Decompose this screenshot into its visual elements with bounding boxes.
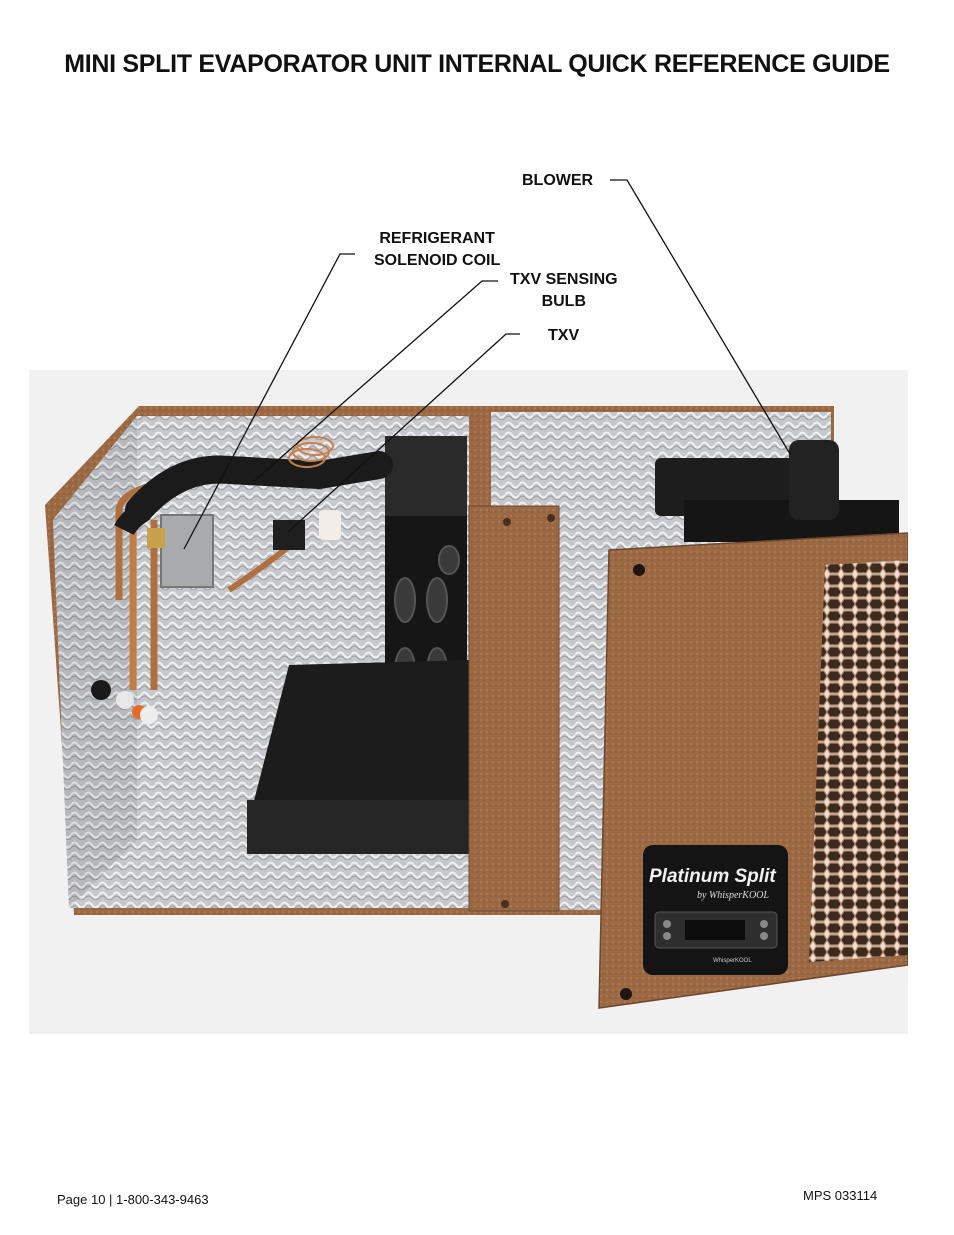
blower-callout: BLOWER [522, 172, 594, 189]
solenoid-callout-line1: REFRIGERANT [379, 230, 495, 247]
txv-sensing-bulb-callout: TXV SENSING BULB [510, 269, 618, 313]
txv-bulb-callout-line2: BULB [541, 293, 586, 310]
solenoid-coil-callout: REFRIGERANT SOLENOID COIL [374, 228, 500, 272]
solenoid-leader-line [183, 253, 355, 550]
panel-brand-text: Platinum Split [649, 866, 776, 887]
page-title: MINI SPLIT EVAPORATOR UNIT INTERNAL QUIC… [64, 50, 890, 78]
footer-page-info: Page 10 | 1-800-343-9463 [57, 1192, 209, 1207]
footer-doc-code: MPS 033114 [803, 1188, 878, 1203]
txv-leader-line [287, 333, 520, 533]
txv-bulb-callout-line1: TXV SENSING [510, 271, 618, 288]
evaporator-unit-photo: Platinum Split by WhisperKOOL WhisperKOO… [29, 370, 908, 1034]
txv-bulb-leader-line [252, 280, 498, 483]
solenoid-callout-line2: SOLENOID COIL [374, 252, 501, 269]
txv-callout: TXV [548, 327, 580, 344]
controller-brand-text: WhisperKOOL [713, 958, 752, 964]
panel-subbrand-text: by WhisperKOOL [697, 890, 769, 901]
blower-leader-line [610, 179, 791, 455]
